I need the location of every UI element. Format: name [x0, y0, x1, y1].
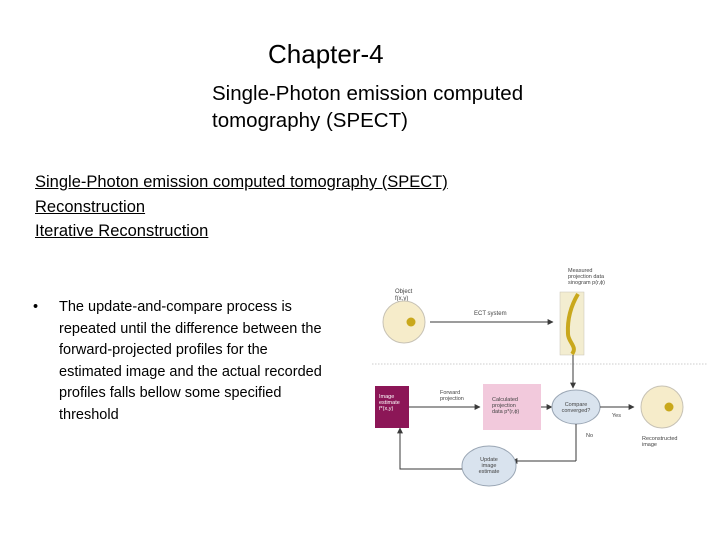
image-estimate-label: Image estimate f*(x,y): [379, 394, 400, 412]
object-label: Object f(x,y): [395, 289, 413, 302]
bullet-text: The update-and-compare process is repeat…: [59, 299, 322, 423]
forward-projection-label-line-1: Forward: [440, 390, 460, 396]
measured-label-line-2: projection data: [568, 274, 605, 280]
heading-iterative-reconstruction[interactable]: Iterative Reconstruction: [35, 222, 209, 240]
forward-projection-label-line-2: projection: [440, 396, 464, 402]
headings-block: Single-Photon emission computed tomograp…: [35, 170, 448, 244]
reconstructed-label: Reconstructed image: [642, 436, 677, 448]
update-label-line-1: Update: [480, 457, 498, 463]
measured-label-line-3: sinogram p(r,ϕ): [568, 280, 605, 286]
iterative-reconstruction-diagram: Object f(x,y) ECT system Measured projec…: [372, 268, 708, 487]
object-label-line-1: Object: [395, 289, 413, 295]
bullet-list: • The update-and-compare process is repe…: [33, 297, 333, 427]
measured-label: Measured projection data sinogram p(r,ϕ): [568, 268, 605, 286]
object-label-line-2: f(x,y): [395, 296, 408, 302]
calculated-label-line-3: data p*(r,ϕ): [492, 409, 519, 415]
compare-label: Compare converged?: [562, 402, 591, 414]
object-blob: [406, 317, 416, 327]
compare-label-line-1: Compare: [565, 402, 588, 408]
bullet-icon: •: [33, 299, 39, 315]
heading-spect[interactable]: Single-Photon emission computed tomograp…: [35, 173, 448, 191]
heading-reconstruction[interactable]: Reconstruction: [35, 197, 146, 216]
chapter-title: Chapter-4: [268, 39, 384, 69]
update-estimate-ellipse: [461, 445, 517, 487]
reconstructed-label-line-2: image: [642, 442, 657, 448]
calculated-projection-box: [483, 384, 541, 430]
compare-label-line-2: converged?: [562, 408, 591, 414]
feedback-arrow: [397, 427, 462, 470]
calculated-label-line-2: projection: [492, 403, 516, 409]
image-estimate-label-line-2: estimate: [379, 400, 400, 406]
calculated-projection-label: Calculated projection data p*(r,ϕ): [492, 397, 519, 415]
yes-label: Yes: [612, 413, 621, 419]
update-estimate-label: Update image estimate: [479, 457, 500, 475]
sinogram-sine-curve: [565, 292, 580, 356]
reconstructed-circle: [640, 385, 684, 429]
update-label-line-2: image: [482, 463, 497, 469]
slide-subtitle: Single-Photon emission computed tomograp…: [212, 82, 524, 132]
image-estimate-label-line-1: Image: [379, 394, 394, 400]
object-circle: [382, 300, 426, 344]
reconstructed-blob: [664, 402, 674, 412]
no-label: No: [586, 433, 593, 439]
measured-label-line-1: Measured: [568, 268, 592, 274]
image-estimate-box: [375, 386, 409, 428]
reconstructed-label-line-1: Reconstructed: [642, 436, 677, 442]
forward-projection-label: Forward projection: [440, 390, 464, 402]
bullet-item: • The update-and-compare process is repe…: [33, 297, 333, 427]
calculated-label-line-1: Calculated: [492, 397, 518, 403]
ect-system-label: ECT system: [474, 311, 507, 317]
image-estimate-label-line-3: f*(x,y): [379, 406, 394, 412]
update-label-line-3: estimate: [479, 469, 500, 475]
